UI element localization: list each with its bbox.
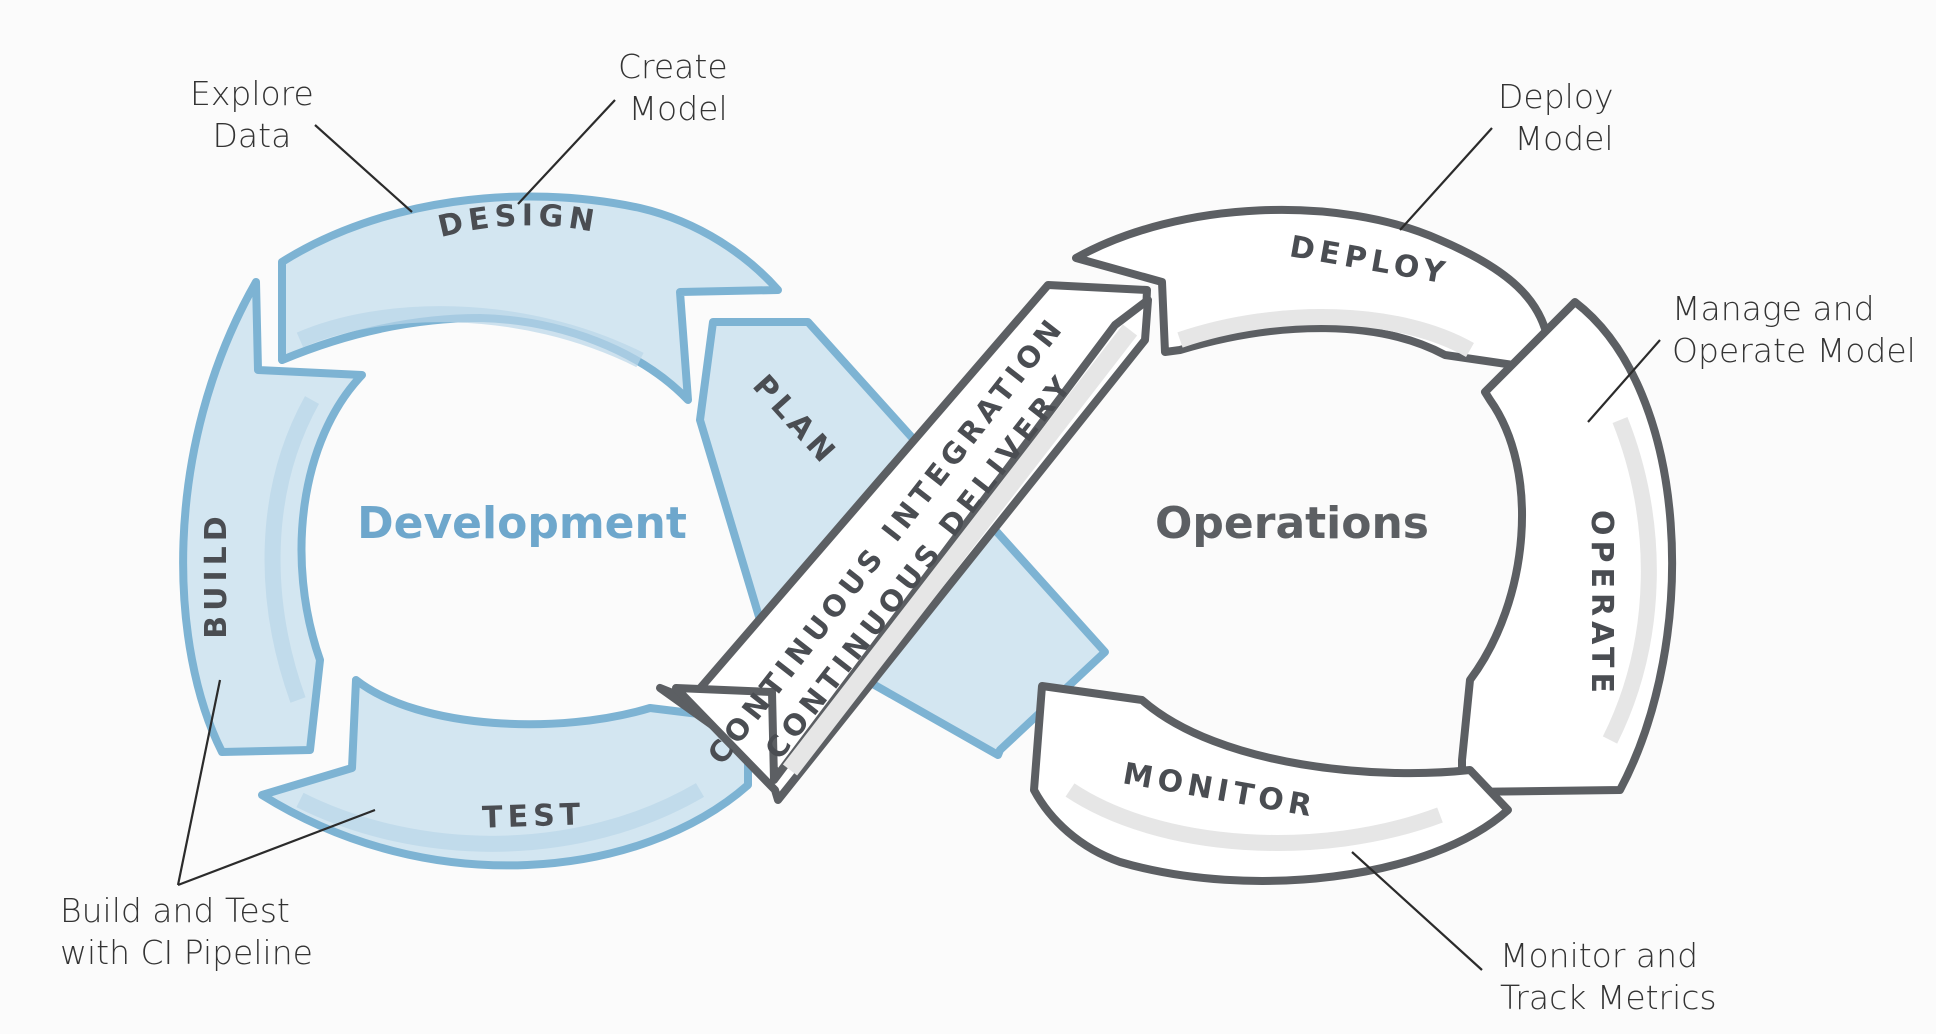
annotation-manage-operate: Manage and Operate Model <box>1672 288 1916 372</box>
stage-label-build: BUILD <box>199 511 234 638</box>
leader-build <box>176 679 222 886</box>
annotation-line: Model <box>628 89 728 128</box>
leader-monitor-track <box>1351 851 1483 971</box>
leader-lines <box>176 99 1661 971</box>
annotation-line: Manage and <box>1672 289 1875 328</box>
annotation-line: Monitor and <box>1500 936 1699 975</box>
operations-loop <box>1030 205 1677 885</box>
annotation-line: with CI Pipeline <box>60 933 313 972</box>
annotation-deploy-model: Deploy Model <box>1498 76 1614 160</box>
design-segment <box>278 192 782 404</box>
stage-label-test: TEST <box>482 797 586 836</box>
leader-explore-data <box>314 124 413 213</box>
annotation-line: Model <box>1514 119 1614 158</box>
annotation-line: Build and Test <box>60 891 290 930</box>
operations-title: Operations <box>1155 498 1429 549</box>
annotation-line: Explore <box>190 74 314 113</box>
annotation-build-test: Build and Test with CI Pipeline <box>60 890 313 974</box>
leader-test <box>177 808 376 887</box>
annotation-line: Create <box>618 47 728 86</box>
annotation-line: Data <box>212 116 292 155</box>
stage-label-operate: OPERATE <box>1584 510 1619 698</box>
leader-manage-operate <box>1587 339 1661 423</box>
annotation-line: Track Metrics <box>1500 978 1717 1017</box>
development-loop <box>179 192 1109 870</box>
leader-create-model <box>517 99 616 205</box>
ci-cd-bridge <box>656 281 1152 804</box>
annotation-line: Deploy <box>1498 77 1614 116</box>
leader-deploy-model <box>1399 127 1493 231</box>
annotation-create-model: Create Model <box>618 46 728 130</box>
annotation-monitor-track: Monitor and Track Metrics <box>1500 935 1717 1019</box>
annotation-line: Operate Model <box>1672 331 1916 370</box>
development-title: Development <box>357 498 687 549</box>
annotation-explore-data: Explore Data <box>190 73 314 157</box>
